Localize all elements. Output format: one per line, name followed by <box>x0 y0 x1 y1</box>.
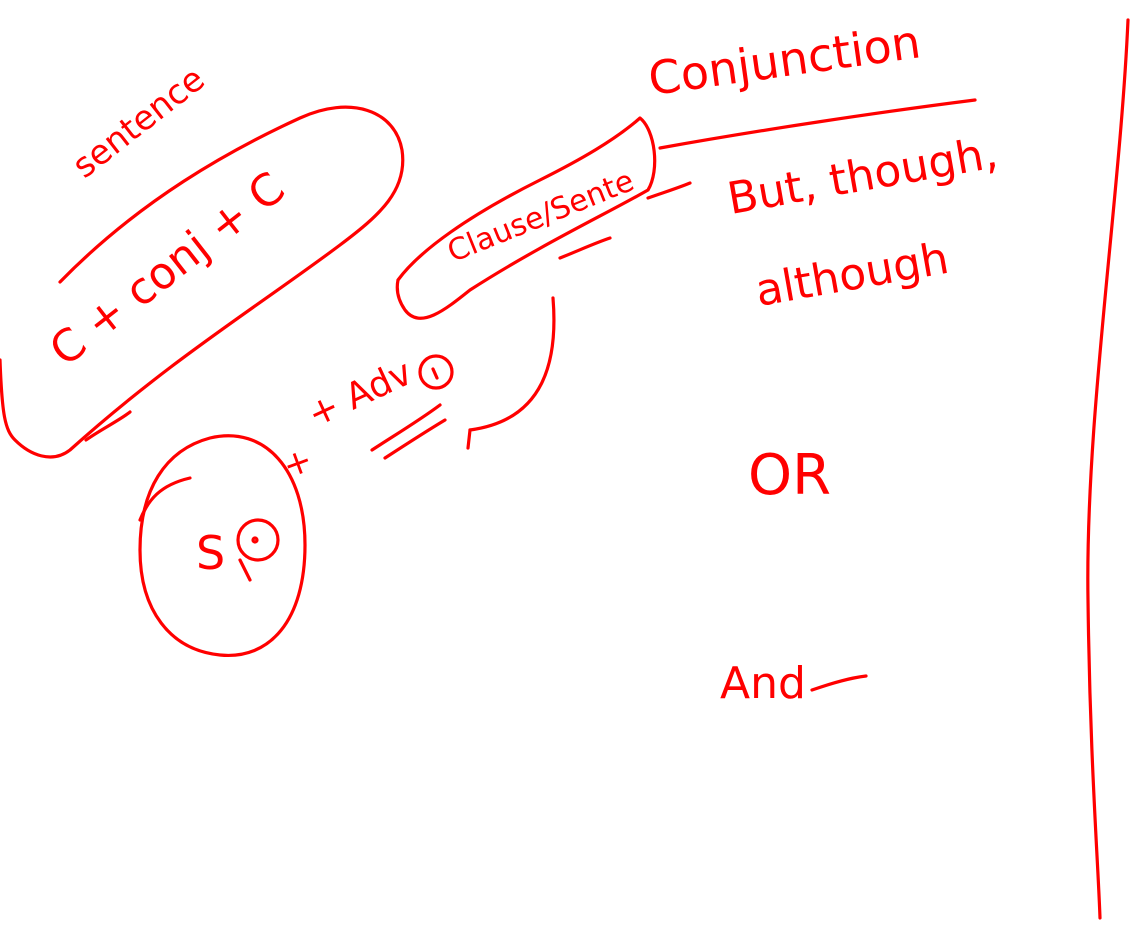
o-small-circle <box>236 518 280 562</box>
c-underline <box>84 410 132 442</box>
s-label: S <box>196 526 226 580</box>
adv-circle-mark <box>431 367 439 380</box>
or-label: OR <box>748 443 831 508</box>
clause-box-outline <box>395 116 657 320</box>
adv-underline-2 <box>383 418 447 460</box>
adv-underline <box>370 403 442 452</box>
s-circle-tick <box>138 476 192 522</box>
and-label: And <box>720 658 806 709</box>
o-tail <box>238 558 252 582</box>
adv-circle <box>418 354 454 390</box>
and-swoosh <box>810 674 868 692</box>
sente-underline-2 <box>646 181 692 200</box>
pointer-arrowhead <box>466 428 472 450</box>
right-divider-line <box>1086 18 1130 920</box>
conjunction-underline <box>658 98 977 150</box>
sentence-box-outline <box>0 105 405 459</box>
pointer-arrow <box>468 296 556 432</box>
sente-underline <box>558 236 612 260</box>
s-big-circle <box>138 434 307 657</box>
o-dot <box>251 536 259 544</box>
